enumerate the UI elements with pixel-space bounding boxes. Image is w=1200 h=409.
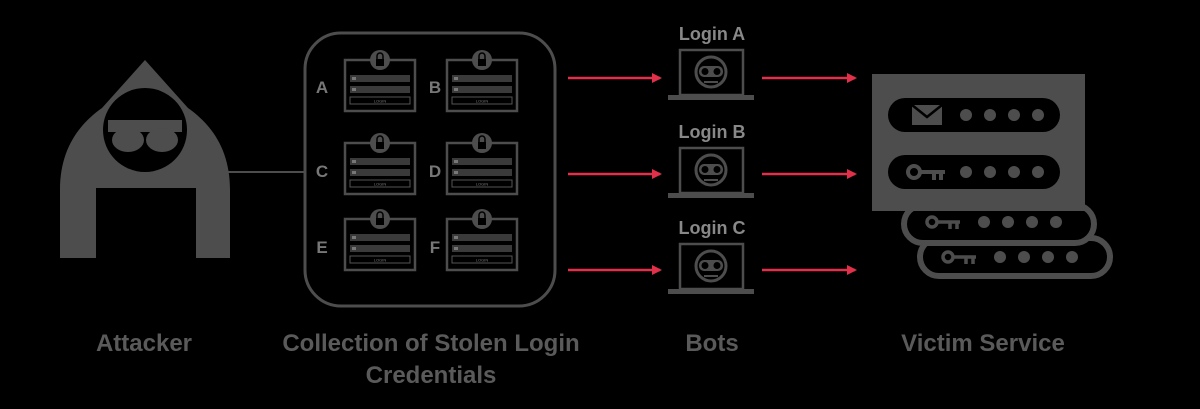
key-icon: [925, 215, 960, 229]
credential-letter: E: [316, 238, 327, 257]
credential-card: LOGIN E: [316, 209, 417, 272]
key-icon: [941, 250, 976, 264]
login-button-label: LOGIN: [476, 99, 489, 104]
credential-card: LOGIN A: [316, 50, 417, 113]
caption-collection-line1: Collection of Stolen Login: [282, 330, 579, 357]
bot-laptop: Login C: [668, 218, 754, 294]
robot-face-icon: [694, 153, 728, 187]
padlock-icon: [472, 50, 492, 70]
credential-card: LOGIN C: [316, 133, 417, 196]
credential-cards: LOGIN A LOGIN B LOGIN C LOGIN D LOGIN E LOGIN F: [316, 50, 519, 272]
caption-bots: Bots: [685, 330, 738, 357]
victim-service-icon: [872, 74, 1113, 279]
attacker-icon: [60, 60, 230, 258]
key-icon: [906, 164, 945, 180]
password-dots: [960, 109, 1078, 263]
login-button-label: LOGIN: [374, 182, 387, 187]
bot-label: Login A: [679, 24, 745, 44]
envelope-icon: [911, 104, 943, 125]
caption-victim: Victim Service: [901, 330, 1065, 357]
credential-letter: C: [316, 162, 328, 181]
credential-card: LOGIN B: [429, 50, 519, 113]
credential-letter: D: [429, 162, 441, 181]
robot-face-icon: [694, 249, 728, 283]
login-button-label: LOGIN: [374, 258, 387, 263]
padlock-icon: [472, 209, 492, 229]
robot-face-icon: [694, 55, 728, 89]
bot-laptop: Login B: [668, 122, 754, 198]
login-button-label: LOGIN: [476, 182, 489, 187]
login-button-label: LOGIN: [476, 258, 489, 263]
bots-column: Login A Login B Login C: [668, 24, 754, 294]
caption-collection-line2: Credentials: [366, 362, 497, 389]
credential-letter: B: [429, 78, 441, 97]
login-button-label: LOGIN: [374, 99, 387, 104]
bot-laptop: Login A: [668, 24, 754, 100]
padlock-icon: [370, 209, 390, 229]
bot-label: Login B: [679, 122, 746, 142]
credentials-container: [303, 31, 557, 308]
credential-card: LOGIN D: [429, 133, 519, 196]
credential-letter: A: [316, 78, 328, 97]
padlock-icon: [472, 133, 492, 153]
caption-attacker: Attacker: [96, 330, 192, 357]
credential-card: LOGIN F: [430, 209, 519, 272]
padlock-icon: [370, 133, 390, 153]
bot-label: Login C: [679, 218, 746, 238]
credential-letter: F: [430, 238, 440, 257]
padlock-icon: [370, 50, 390, 70]
